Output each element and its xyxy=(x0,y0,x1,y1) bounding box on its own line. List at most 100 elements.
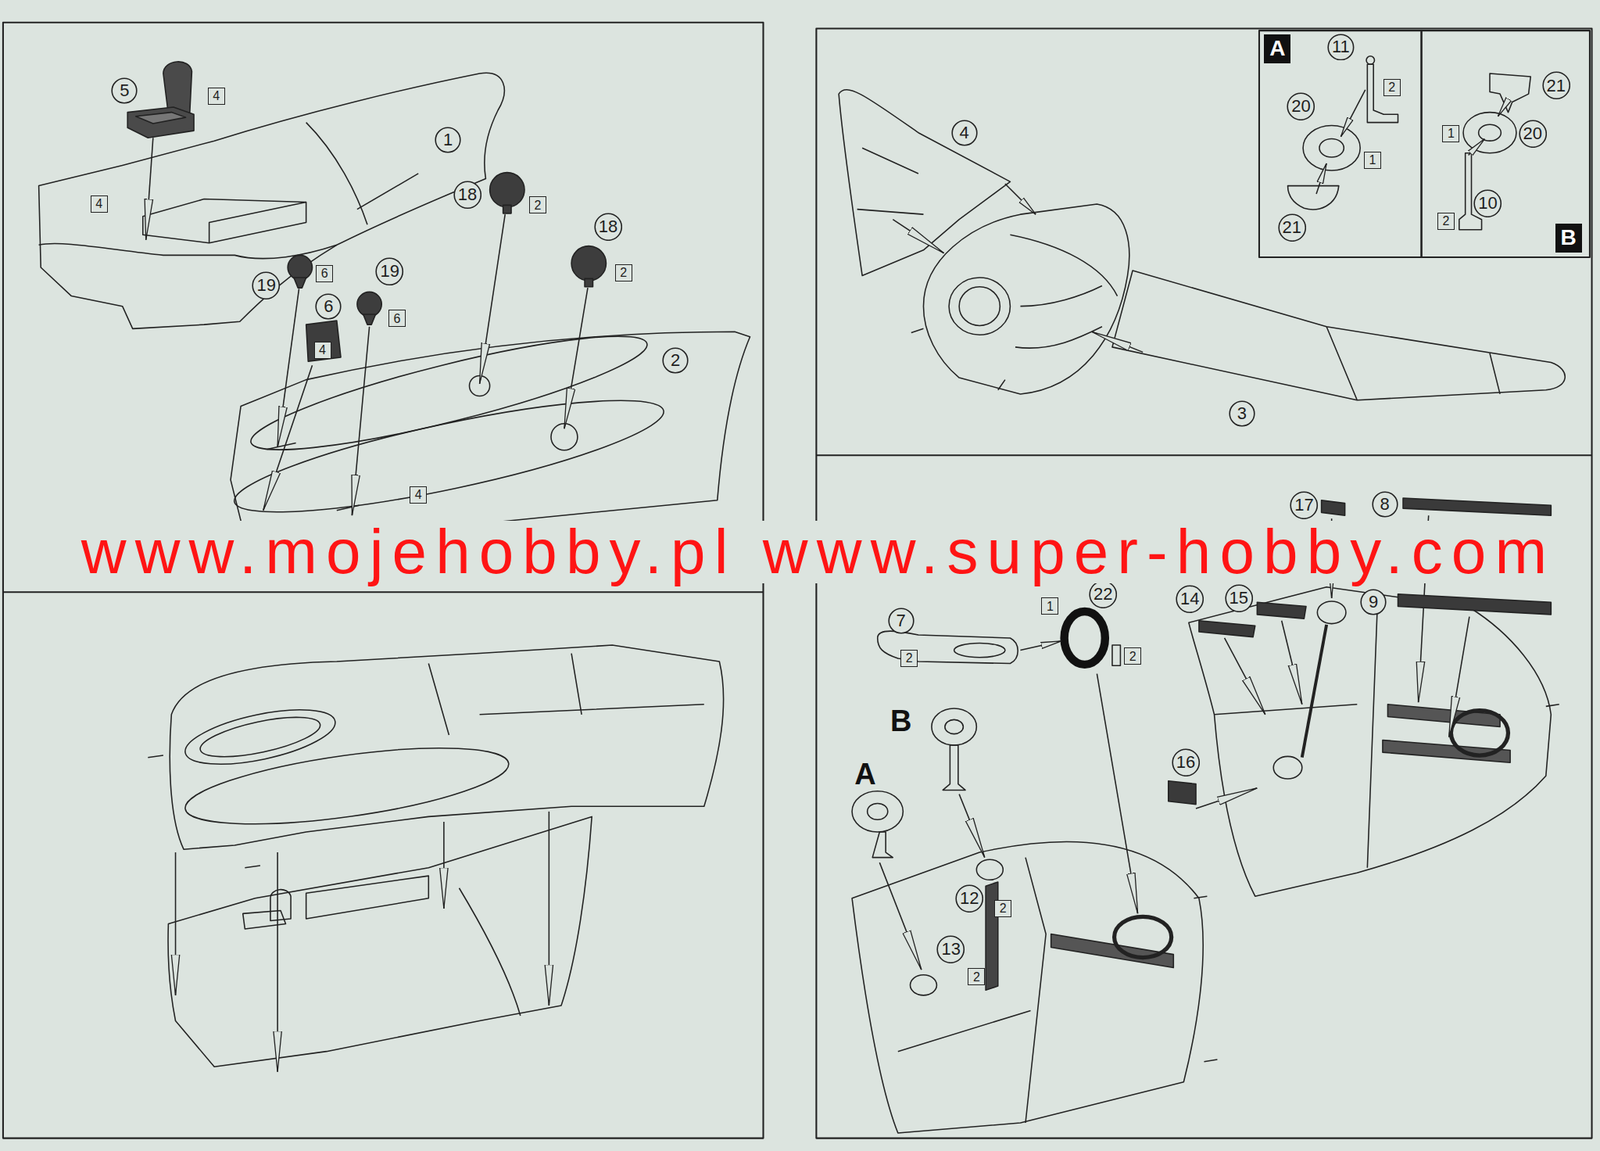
callout-number: A xyxy=(1269,36,1286,61)
part-number-circle: 9 xyxy=(1360,588,1387,616)
part-number-circle: 21 xyxy=(1542,71,1571,100)
callout-number: 16 xyxy=(1176,752,1196,772)
part-number-circle: 21 xyxy=(1277,213,1307,242)
variant-letter: A xyxy=(854,758,876,789)
callout-number: 22 xyxy=(1093,584,1113,604)
wheel-variant-b xyxy=(1459,73,1531,230)
callout-number: 2 xyxy=(1129,649,1137,664)
paint-code-box: 2 xyxy=(967,967,985,985)
circle-outline xyxy=(1278,214,1306,241)
circle-outline xyxy=(1089,580,1117,608)
callout-number: 13 xyxy=(941,939,960,959)
callout-number: 17 xyxy=(1294,495,1314,515)
callout-number: 4 xyxy=(318,343,326,358)
circle-outline xyxy=(1542,72,1570,100)
part-number-circle: 15 xyxy=(1224,583,1253,613)
circle-outline xyxy=(316,293,342,319)
paint-code-box: 2 xyxy=(994,899,1012,917)
part-number-circle: 20 xyxy=(1286,92,1315,121)
callout-number: 11 xyxy=(1331,37,1350,57)
part-number-circle: 19 xyxy=(251,271,280,300)
circle-outline xyxy=(1474,189,1501,217)
callout-number: 21 xyxy=(1282,218,1302,237)
circle-outline xyxy=(662,347,688,373)
part-number-circle: 19 xyxy=(375,257,404,286)
callout-number: 4 xyxy=(95,196,103,212)
callout-number: 6 xyxy=(323,297,333,316)
watermark: www.mojehobby.pl www.super-hobby.com xyxy=(81,520,1556,584)
callout-number: 2 xyxy=(905,651,913,666)
part-number-circle: 22 xyxy=(1088,579,1117,609)
callout-number: 8 xyxy=(1379,494,1389,514)
fuselage-assembly xyxy=(147,644,724,1072)
part-number-circle: 6 xyxy=(314,293,342,320)
paint-code-box: 2 xyxy=(900,649,918,667)
paint-code-box: 2 xyxy=(1123,647,1142,665)
callout-number: 5 xyxy=(119,81,129,101)
paint-code-box: 2 xyxy=(615,264,633,282)
part-number-circle: 4 xyxy=(951,119,978,147)
circle-outline xyxy=(955,884,983,912)
wing-assembly xyxy=(838,89,1565,401)
callout-number: 19 xyxy=(256,275,276,295)
callout-number: 4 xyxy=(212,89,220,104)
part-number-circle: 20 xyxy=(1518,119,1547,148)
callout-number: 2 xyxy=(1388,80,1396,95)
part-number-circle: 17 xyxy=(1289,490,1318,520)
fuselage-upper-half xyxy=(39,72,505,329)
circle-outline xyxy=(952,120,978,146)
variant-tag: B xyxy=(1555,223,1583,253)
circle-outline xyxy=(253,272,280,299)
paint-code-box: 1 xyxy=(1442,125,1460,143)
callout-number: 20 xyxy=(1523,124,1543,144)
circle-outline xyxy=(454,181,481,208)
part-number-circle: 13 xyxy=(936,934,965,963)
undercarriage-assembly xyxy=(851,515,1560,1133)
panel-frame xyxy=(3,22,1593,1139)
callout-number: 6 xyxy=(321,266,329,281)
paint-code-box: 4 xyxy=(409,486,427,504)
paint-code-box: 2 xyxy=(529,196,547,214)
circle-outline xyxy=(888,608,914,634)
paint-code-box: 4 xyxy=(314,341,332,359)
circle-outline xyxy=(594,213,622,240)
circle-outline xyxy=(1360,589,1386,615)
variant-tag: A xyxy=(1263,34,1291,64)
circle-outline xyxy=(376,257,404,285)
callout-number: 20 xyxy=(1291,96,1311,116)
dark-small-parts xyxy=(287,172,606,362)
circle-outline xyxy=(1176,585,1203,613)
callout-number: 18 xyxy=(598,217,618,237)
callout-number: B xyxy=(1560,225,1576,251)
circle-outline xyxy=(1172,748,1200,776)
paint-code-box: 1 xyxy=(1041,597,1059,615)
seat-part xyxy=(127,61,194,138)
part-number-circle: 8 xyxy=(1371,490,1399,518)
paint-code-box: 6 xyxy=(315,264,333,283)
leader-arrow xyxy=(146,137,588,516)
circle-outline xyxy=(1287,93,1314,120)
part-number-circle: 18 xyxy=(594,212,623,241)
callout-number: 12 xyxy=(959,888,979,908)
callout-number: 2 xyxy=(973,970,981,985)
callout-number: 4 xyxy=(415,487,423,502)
paint-code-box: 2 xyxy=(1383,78,1401,97)
callout-number: 1 xyxy=(1368,153,1376,168)
callout-number: 1 xyxy=(1447,126,1455,141)
callout-number: 3 xyxy=(1237,404,1247,423)
circle-outline xyxy=(435,127,461,153)
callout-number: 2 xyxy=(619,265,627,280)
callout-number: 21 xyxy=(1546,76,1566,96)
callout-number: 14 xyxy=(1180,589,1200,609)
paint-code-box: 6 xyxy=(388,309,406,327)
callout-number: 18 xyxy=(458,185,477,205)
paint-code-box: 2 xyxy=(1437,212,1455,230)
circle-outline xyxy=(1372,491,1398,517)
callout-number: 1 xyxy=(1046,599,1054,614)
circle-outline xyxy=(1519,120,1547,147)
callout-number: 2 xyxy=(534,198,542,213)
part-number-circle: 2 xyxy=(662,347,689,374)
callout-number: 2 xyxy=(670,350,681,370)
part-number-circle: 5 xyxy=(110,77,138,104)
circle-outline xyxy=(1229,400,1255,426)
